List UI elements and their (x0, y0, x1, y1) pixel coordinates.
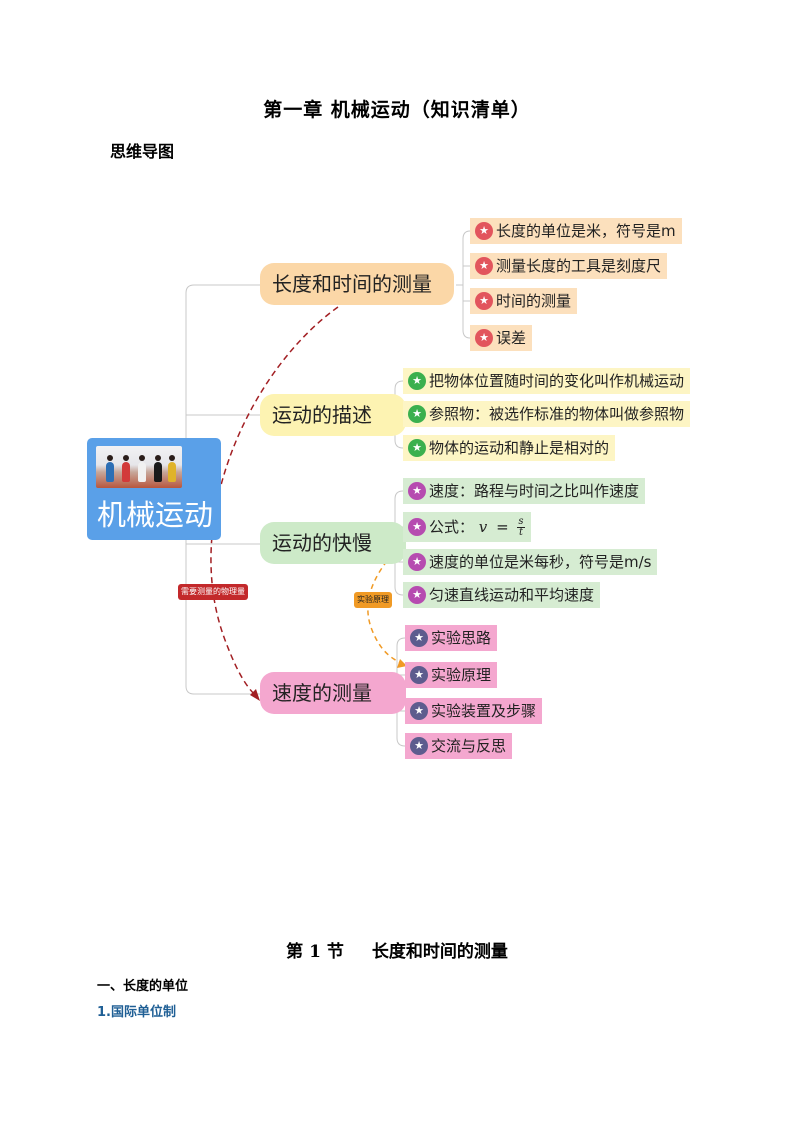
branch-length-time: 长度和时间的测量 (260, 263, 454, 305)
star-icon: ★ (408, 518, 426, 536)
leaf-item: ★ 物体的运动和静止是相对的 (403, 435, 616, 461)
section-title: 第 1 节 长度和时间的测量 (0, 937, 794, 962)
section-number: 第 1 节 (286, 942, 344, 962)
heading-length-unit: 一、长度的单位 (97, 979, 189, 994)
star-icon: ★ (408, 372, 426, 390)
star-icon: ★ (408, 439, 426, 457)
section-name: 长度和时间的测量 (371, 942, 508, 962)
root-title: 机械运动 (97, 498, 214, 532)
star-icon: ★ (410, 629, 428, 647)
star-icon: ★ (475, 329, 493, 347)
document-title: 第一章 机械运动（知识清单） (263, 99, 531, 121)
formula-lhs: v (478, 518, 488, 536)
runner-figure (122, 455, 130, 482)
star-icon: ★ (410, 702, 428, 720)
leaf-item: ★ 实验原理 (405, 662, 498, 688)
leaf-item: ★ 交流与反思 (405, 733, 513, 759)
formula-equals: = (496, 518, 509, 536)
branch-speed: 运动的快慢 (260, 522, 406, 564)
runner-figure (106, 455, 114, 482)
leaf-item: ★ 时间的测量 (470, 288, 578, 314)
leaf-item: ★ 长度的单位是米，符号是m (470, 218, 682, 244)
runner-figure (154, 455, 162, 482)
branch-speed-measurement: 速度的测量 (260, 672, 406, 714)
runner-figure (168, 455, 176, 482)
heading-si-unit: 1.国际单位制 (97, 1005, 176, 1020)
mindmap-root: 机械运动 (87, 438, 221, 540)
leaf-item: ★ 参照物：被选作标准的物体叫做参照物 (403, 401, 691, 427)
runner-figure (138, 455, 146, 482)
star-icon: ★ (410, 666, 428, 684)
formula-fraction: s t (517, 516, 525, 538)
star-icon: ★ (475, 292, 493, 310)
star-icon: ★ (408, 586, 426, 604)
star-icon: ★ (475, 257, 493, 275)
sprinters-photo (96, 446, 182, 488)
leaf-item: ★ 速度的单位是米每秒，符号是m/s (403, 549, 658, 575)
mindmap-label: 思维导图 (110, 142, 175, 161)
leaf-item: ★ 速度：路程与时间之比叫作速度 (403, 478, 646, 504)
leaf-item: ★ 实验装置及步骤 (405, 698, 543, 724)
leaf-item: ★ 测量长度的工具是刻度尺 (470, 253, 668, 279)
leaf-item: ★ 公式： v = s t (403, 512, 531, 542)
star-icon: ★ (410, 737, 428, 755)
leaf-item: ★ 匀速直线运动和平均速度 (403, 582, 601, 608)
star-icon: ★ (475, 222, 493, 240)
star-icon: ★ (408, 553, 426, 571)
branch-motion-description: 运动的描述 (260, 394, 406, 436)
relation-label-quantities: 需要测量的物理量 (178, 584, 248, 600)
star-icon: ★ (408, 482, 426, 500)
leaf-item: ★ 实验思路 (405, 625, 498, 651)
relation-label-principle: 实验原理 (354, 592, 392, 608)
leaf-item: ★ 误差 (470, 325, 533, 351)
leaf-item: ★ 把物体位置随时间的变化叫作机械运动 (403, 368, 691, 394)
star-icon: ★ (408, 405, 426, 423)
